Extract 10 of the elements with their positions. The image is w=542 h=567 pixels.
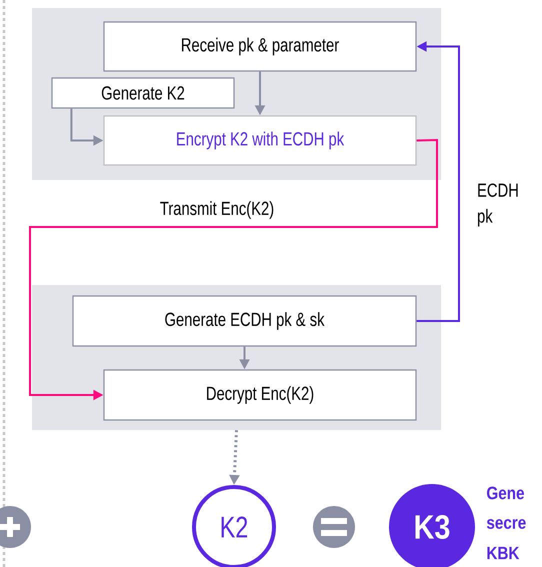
- label-text: KBK: [487, 546, 520, 560]
- label-text: secre: [486, 519, 526, 529]
- process-box: Generate K2: [51, 77, 235, 109]
- edge-label: ECDH pk: [478, 183, 518, 227]
- edge-label: Transmit Enc(K2): [160, 201, 274, 219]
- process-box: Encrypt K2 with ECDH pk: [103, 115, 417, 166]
- process-box: Receive pk & parameter: [103, 21, 417, 72]
- process-box: Decrypt Enc(K2): [103, 369, 417, 421]
- process-box: Generate ECDH pk & sk: [72, 295, 417, 347]
- label-text: Gene: [487, 486, 524, 500]
